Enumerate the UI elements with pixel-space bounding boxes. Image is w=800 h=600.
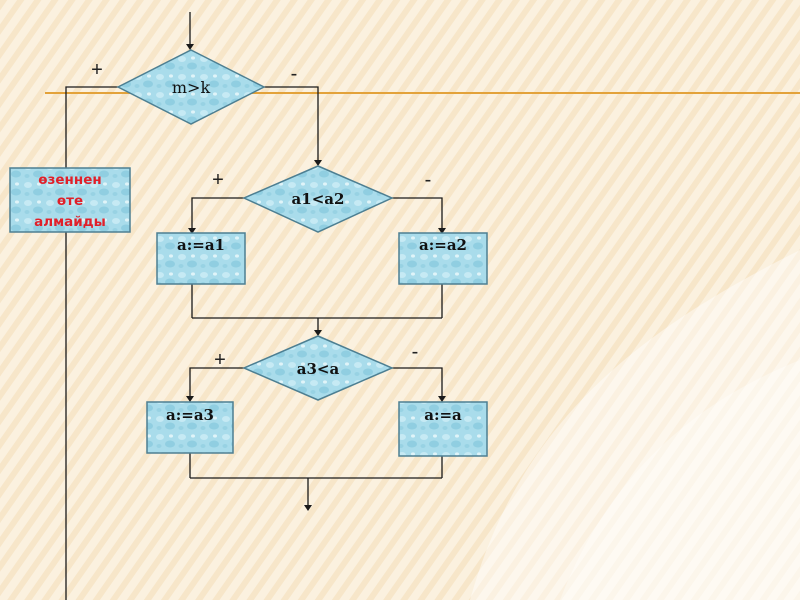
a4-text: a:=a: [424, 406, 462, 424]
line-c3-no: [392, 367, 443, 399]
c1-yes-sign: +: [91, 59, 103, 81]
c3-no-sign: -: [412, 341, 419, 363]
action-a4: a:=a: [398, 401, 488, 457]
action-a3: a:=a3: [146, 401, 234, 454]
exit-arrow: [304, 505, 312, 511]
c2-no-sign: -: [425, 169, 432, 191]
decision-c1: m>k: [116, 49, 266, 125]
c1-no-sign: -: [291, 63, 298, 85]
c2-yes-sign: +: [212, 169, 224, 191]
line-c1-yes: [65, 86, 118, 168]
line-c3-yes: [189, 367, 244, 399]
action-a1: a:=a1: [156, 232, 246, 285]
decision-c2: a1<a2: [242, 165, 394, 233]
warning-line-1: өзеннен: [38, 172, 101, 188]
action-a2: a:=a2: [398, 232, 488, 285]
background-swoosh: [470, 250, 800, 600]
c3-yes-sign: +: [214, 349, 226, 371]
line-c2-no: [392, 197, 443, 231]
line-c2-yes: [191, 197, 244, 231]
decision-c3: a3<a: [242, 335, 394, 401]
a1-text: a:=a1: [177, 236, 225, 254]
background-swoosh-2: [560, 360, 800, 600]
a3-text: a:=a3: [166, 406, 214, 424]
c3-text: a3<a: [297, 360, 340, 378]
action-warning: өзеннен өте алмайды: [9, 167, 131, 233]
line-c1-no: [264, 86, 319, 163]
a2-text: a:=a2: [419, 236, 467, 254]
c1-text: m>k: [172, 78, 211, 97]
c2-text: a1<a2: [292, 190, 345, 208]
connector-lines: [65, 12, 446, 600]
warning-line-2: өте: [57, 193, 83, 209]
warning-line-3: алмайды: [34, 214, 106, 230]
